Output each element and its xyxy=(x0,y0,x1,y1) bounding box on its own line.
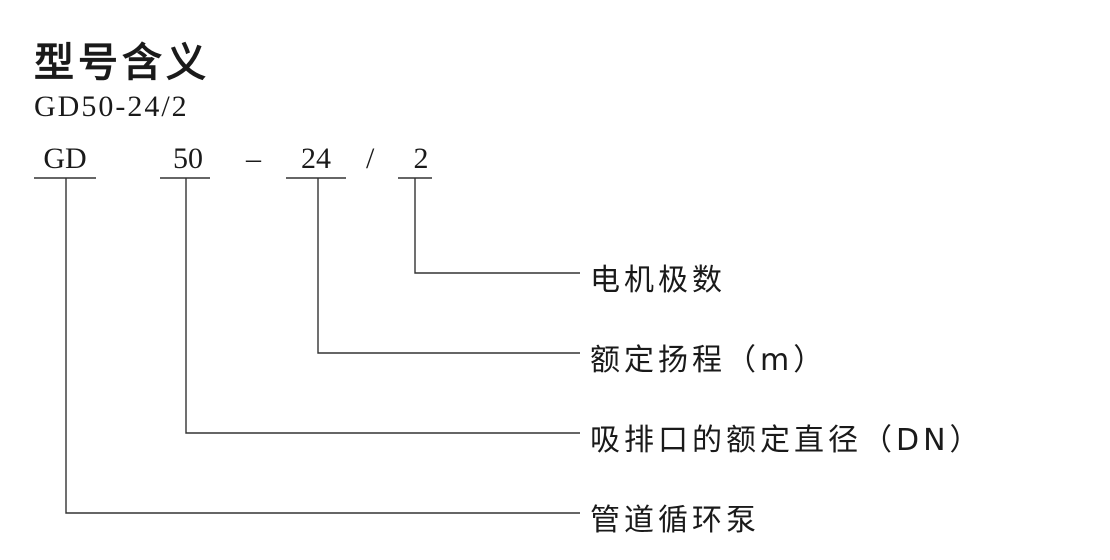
segment-poles: 2 xyxy=(413,142,429,175)
connector-pump-type xyxy=(65,178,580,514)
segment-dn: 50 xyxy=(173,142,203,175)
page-title: 型号含义 xyxy=(34,40,210,86)
segment-gd: GD xyxy=(43,142,87,175)
connector-poles xyxy=(414,178,580,274)
connector-diameter xyxy=(185,178,580,434)
meaning-diameter: 吸排口的额定直径（DN） xyxy=(590,423,984,458)
meaning-head: 额定扬程（m） xyxy=(590,343,828,378)
meaning-pump-type: 管道循环泵 xyxy=(590,503,760,538)
segment-slash: / xyxy=(366,142,375,175)
meaning-poles: 电机极数 xyxy=(590,263,726,298)
connector-head xyxy=(317,178,580,354)
segment-head: 24 xyxy=(301,142,331,175)
segment-dash: – xyxy=(246,142,261,175)
model-code: GD50-24/2 xyxy=(34,90,189,123)
